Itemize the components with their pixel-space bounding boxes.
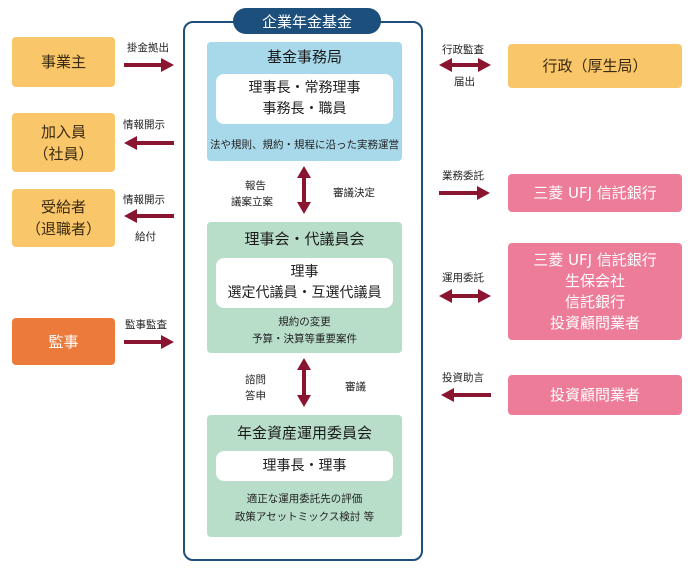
government-box: 行政（厚生局） bbox=[508, 44, 682, 88]
fund-title: 企業年金基金 bbox=[233, 8, 381, 34]
beneficiaries-box: 受給者 （退職者） bbox=[12, 189, 115, 247]
committee-note: 政策アセットミックス検討 等 bbox=[234, 511, 375, 523]
arrow-board-committee bbox=[297, 358, 311, 407]
committee-members: 理事長・理事 bbox=[216, 451, 393, 481]
label-investment-advice: 投資助言 bbox=[442, 372, 484, 384]
employer-box: 事業主 bbox=[12, 37, 115, 87]
members-box: 加入員 （社員） bbox=[12, 113, 115, 172]
committee-member: 理事長・理事 bbox=[262, 457, 347, 474]
label-beneficiaries-disclosure: 情報開示 bbox=[123, 194, 165, 206]
beneficiaries-sub-label: （退職者） bbox=[25, 220, 101, 238]
label-inquiry: 諮問 bbox=[245, 374, 266, 386]
trust-bank-box: 三菱 UFJ 信託銀行 bbox=[508, 174, 682, 212]
members-label: 加入員 bbox=[40, 122, 86, 141]
label-employer-contribution: 掛金拠出 bbox=[127, 42, 169, 54]
trust-bank-label: 三菱 UFJ 信託銀行 bbox=[533, 184, 657, 202]
secretariat-panel: 基金事務局 理事長・常務理事 事務長・職員 法や規則、規約・規程に沿った実務運営 bbox=[207, 42, 402, 161]
auditor-box: 監事 bbox=[12, 318, 115, 365]
arrow-employer-contribution bbox=[124, 58, 174, 72]
label-proposal: 議案立案 bbox=[231, 196, 273, 208]
board-members: 理事 選定代議員・互選代議員 bbox=[216, 258, 393, 308]
asset-manager-item: 信託銀行 bbox=[564, 292, 625, 311]
board-member: 理事 bbox=[290, 264, 319, 280]
asset-manager-item: 生保会社 bbox=[564, 271, 625, 290]
secretariat-note: 法や規則、規約・規程に沿った実務運営 bbox=[210, 139, 399, 151]
board-note: 予算・決算等重要案件 bbox=[252, 333, 357, 345]
label-report-back: 答申 bbox=[245, 390, 266, 402]
secretariat-member: 事務長・職員 bbox=[262, 101, 347, 117]
arrow-audit bbox=[124, 335, 174, 349]
arrow-asset-entrust bbox=[439, 289, 491, 303]
label-audit: 監事監査 bbox=[125, 319, 167, 331]
label-deliberation-decision: 審議決定 bbox=[333, 187, 375, 199]
board-member: 選定代議員・互選代議員 bbox=[227, 285, 382, 301]
asset-manager-item: 三菱 UFJ 信託銀行 bbox=[533, 250, 657, 269]
label-members-disclosure: 情報開示 bbox=[123, 119, 165, 131]
board-title: 理事会・代議員会 bbox=[244, 230, 365, 248]
committee-panel: 年金資産運用委員会 理事長・理事 適正な運用委託先の評価 政策アセットミックス検… bbox=[207, 415, 402, 537]
auditor-label: 監事 bbox=[48, 332, 79, 351]
label-asset-entrust: 運用委託 bbox=[442, 272, 484, 284]
advisor-box: 投資顧問業者 bbox=[508, 375, 682, 415]
label-business-entrust: 業務委託 bbox=[442, 170, 484, 182]
arrow-government bbox=[439, 58, 491, 72]
arrow-secretariat-board bbox=[297, 166, 311, 214]
label-deliberation: 審議 bbox=[345, 381, 366, 393]
label-beneficiaries-payment: 給付 bbox=[135, 231, 156, 243]
asset-managers-box: 三菱 UFJ 信託銀行 生保会社 信託銀行 投資顧問業者 bbox=[508, 243, 682, 340]
beneficiaries-label: 受給者 bbox=[40, 198, 86, 216]
secretariat-member: 理事長・常務理事 bbox=[248, 80, 361, 96]
advisor-label: 投資顧問業者 bbox=[549, 386, 640, 404]
asset-manager-item: 投資顧問業者 bbox=[549, 313, 640, 332]
arrow-business-entrust bbox=[439, 186, 490, 200]
committee-note: 適正な運用委託先の評価 bbox=[246, 493, 363, 505]
committee-title: 年金資産運用委員会 bbox=[236, 424, 372, 442]
employer-label: 事業主 bbox=[40, 53, 86, 71]
label-gov-supervision: 行政監査 bbox=[442, 44, 484, 56]
members-sub-label: （社員） bbox=[33, 144, 94, 163]
secretariat-title: 基金事務局 bbox=[266, 48, 342, 66]
board-note: 規約の変更 bbox=[278, 316, 331, 328]
board-panel: 理事会・代議員会 理事 選定代議員・互選代議員 規約の変更 予算・決算等重要案件 bbox=[207, 222, 402, 353]
arrow-beneficiaries bbox=[124, 209, 174, 223]
secretariat-members: 理事長・常務理事 事務長・職員 bbox=[216, 74, 393, 124]
arrow-members-disclosure bbox=[124, 136, 174, 150]
government-label: 行政（厚生局） bbox=[542, 57, 648, 75]
arrow-investment-advice bbox=[441, 388, 491, 402]
label-report: 報告 bbox=[245, 180, 266, 192]
label-gov-notification: 届出 bbox=[454, 76, 475, 88]
